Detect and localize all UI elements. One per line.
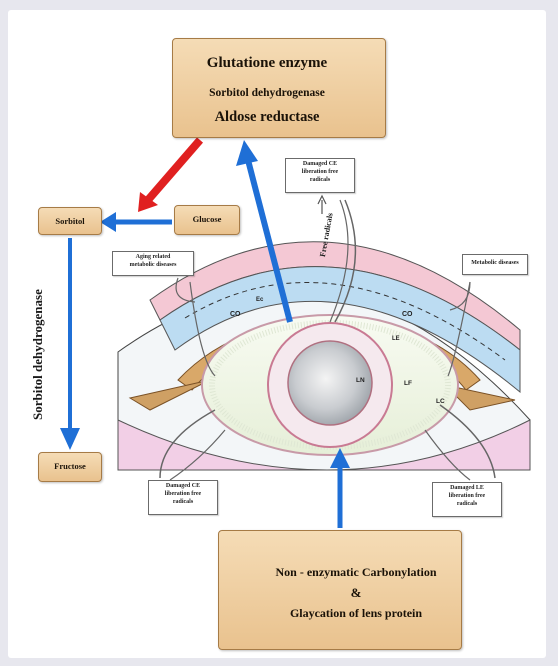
callout-top: Damaged CE liberation free radicals (285, 158, 355, 193)
callout-bottom-left-line1: Damaged CE (149, 482, 217, 490)
callout-right-line1: Metabolic diseases (463, 256, 527, 270)
callout-top-line2: liberation free (286, 168, 354, 176)
glucose-label: Glucose (193, 214, 222, 224)
glutathione-label: Glutatione enzyme (173, 55, 361, 72)
red-diagonal-arrow (148, 140, 200, 200)
callout-bottom-right-line2: liberation free (433, 492, 501, 500)
blue-glucose-sorbitol-head (100, 212, 116, 232)
glucose-box: Glucose (174, 205, 240, 235)
co-left-label: CO (230, 311, 241, 318)
enzymes-box: Glutatione enzyme Sorbitol dehydrogenase… (172, 38, 386, 138)
callout-right: Metabolic diseases (462, 254, 528, 275)
vertical-sorbitol-dehydrogenase-label: Sorbitol dehydrogenase (30, 289, 46, 420)
callout-bottom-left-line3: radicals (149, 498, 217, 506)
callout-bottom-left: Damaged CE liberation free radicals (148, 480, 218, 515)
blue-lens-to-top-head (236, 140, 258, 166)
aldose-reductase-label: Aldose reductase (173, 109, 361, 126)
sorbitol-label: Sorbitol (55, 216, 84, 226)
sorbitol-box: Sorbitol (38, 207, 102, 235)
le-label: LE (392, 336, 400, 342)
callout-left-line2: metabolic diseases (113, 261, 193, 269)
blue-sorbitol-fructose-head (60, 428, 80, 450)
callout-bottom-right: Damaged LE liberation free radicals (432, 482, 502, 517)
callout-top-line1: Damaged CE (286, 160, 354, 168)
ampersand-label: & (255, 585, 457, 601)
carbonylation-box: Non - enzymatic Carbonylation & Glaycati… (218, 530, 462, 650)
ln-label: LN (356, 377, 365, 384)
callout-left: Aging related metabolic diseases (112, 251, 194, 276)
callout-left-line1: Aging related (113, 253, 193, 261)
lf-label: LF (404, 380, 412, 387)
callout-bottom-right-line1: Damaged LE (433, 484, 501, 492)
fructose-label: Fructose (54, 461, 86, 471)
fructose-box: Fructose (38, 452, 102, 482)
lc-label: LC (436, 398, 445, 405)
co-right-label: CO (402, 311, 413, 318)
callout-bottom-left-line2: liberation free (149, 490, 217, 498)
callout-top-line3: radicals (286, 176, 354, 184)
carbonylation-label: Non - enzymatic Carbonylation (255, 565, 457, 580)
ce-label: Ec (256, 297, 263, 303)
sorbitol-dehydrogenase-label: Sorbitol dehydrogenase (173, 87, 361, 99)
callout-bottom-right-line3: radicals (433, 500, 501, 508)
glycation-label: Glaycation of lens protein (255, 606, 457, 621)
